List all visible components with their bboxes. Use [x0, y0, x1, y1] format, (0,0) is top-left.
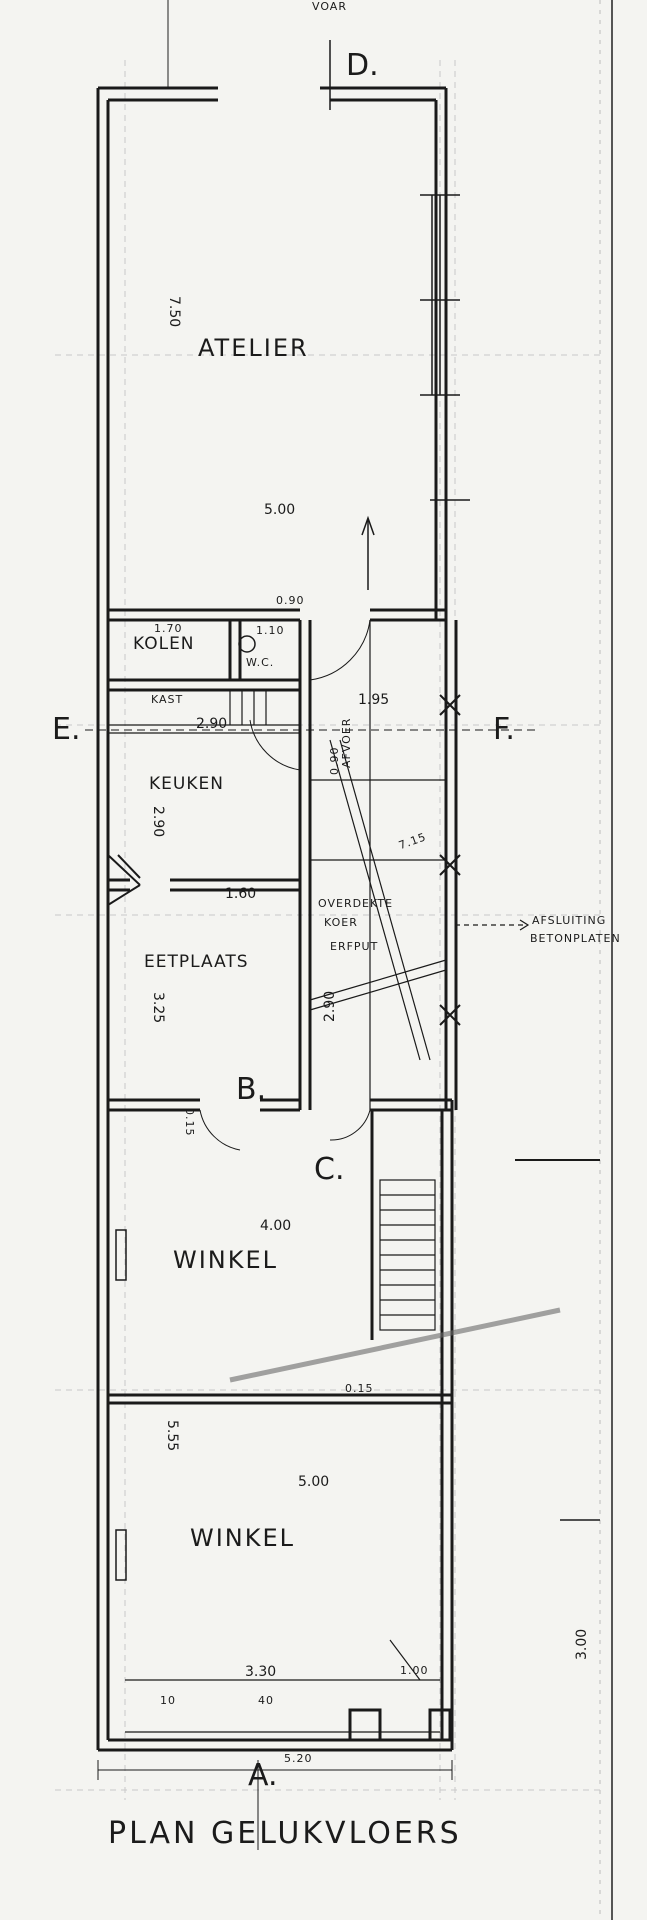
section-mark-e: E.	[52, 712, 81, 747]
note-line-1: AFSLUITING	[532, 914, 607, 927]
dim-koer-depth: 2.90	[322, 990, 338, 1022]
plan-title: PLAN GELUKVLOERS	[108, 1816, 462, 1851]
room-label-kast: KAST	[151, 693, 184, 706]
stair-door-swing	[329, 1109, 371, 1141]
winkel-side-windows	[115, 1229, 127, 1581]
room-label-eetplaats: EETPLAATS	[144, 952, 249, 972]
dim-keuken-depth: 2.90	[150, 806, 166, 838]
kast-strip	[108, 690, 300, 734]
kolen-wc-walls	[108, 620, 312, 1110]
room-label-kolen: KOLEN	[133, 634, 195, 654]
dim-overall-width: 5.20	[284, 1752, 313, 1765]
winkel-divider	[108, 1393, 452, 1405]
overall-dimension	[97, 1760, 453, 1850]
dim-eetplaats-depth: 3.25	[150, 992, 166, 1024]
note-arrow	[455, 919, 530, 931]
section-mark-f: F.	[493, 712, 515, 747]
room-label-keuken: KEUKEN	[149, 774, 224, 794]
wc-fixture	[238, 635, 256, 653]
dim-passage-len: 1.60	[225, 886, 257, 902]
keuken-door-swing	[249, 719, 301, 771]
dim-stair-width: 1.95	[358, 692, 390, 708]
scan-smudge	[229, 1307, 561, 1383]
chimney	[107, 854, 141, 906]
atelier-back-wall	[108, 608, 446, 622]
dim-atelier-length: 7.50	[166, 296, 182, 328]
dim-atelier-width: 5.00	[264, 502, 296, 518]
dim-front-010: 10	[160, 1694, 176, 1707]
shop-front	[125, 1639, 452, 1742]
dim-winkel-front-depth: 5.55	[164, 1420, 180, 1452]
label-afvoer: AFVOER	[340, 717, 353, 768]
dim-winkel-front-width: 5.00	[298, 1474, 330, 1490]
staircase	[370, 1110, 436, 1340]
room-label-winkel-front: WINKEL	[190, 1524, 296, 1552]
dim-side-300: 3.00	[574, 1628, 590, 1660]
construction-lines	[55, 60, 600, 1800]
winkel-door-swing	[199, 1109, 241, 1151]
room-label-winkel-back: WINKEL	[173, 1246, 279, 1274]
label-koer: KOER	[324, 916, 358, 929]
eetplaats-winkel-wall	[108, 1098, 452, 1112]
section-mark-d: D.	[346, 48, 379, 83]
keuken-eetplaats-wall	[108, 878, 300, 892]
label-erfput: ERFPUT	[330, 940, 379, 953]
room-label-atelier: ATELIER	[198, 334, 309, 362]
dim-kolen-width: 1.70	[154, 622, 183, 635]
section-mark-c: C.	[314, 1152, 345, 1187]
dim-front-330: 3.30	[245, 1664, 277, 1680]
dim-wall-015: 0.15	[183, 1108, 196, 1137]
back-door-swing	[309, 619, 371, 681]
note-line-2: BETONPLATEN	[530, 932, 621, 945]
dim-winkel-wall: 0.15	[345, 1382, 374, 1395]
label-overdekte: OVERDEKTE	[318, 897, 394, 910]
dim-front-040: 40	[258, 1694, 274, 1707]
dim-kast-width: 2.90	[196, 716, 228, 732]
dim-wc-width: 1.10	[256, 624, 285, 637]
dim-right-090: 0.90	[328, 746, 341, 776]
outer-walls	[96, 86, 454, 1752]
dim-winkel-back-width: 4.00	[260, 1218, 292, 1234]
north-arrow	[361, 515, 375, 590]
section-mark-a: A.	[248, 1758, 278, 1793]
section-mark-b: B.	[236, 1072, 267, 1107]
dim-d-090: 0.90	[276, 594, 305, 607]
room-label-wc: W.C.	[246, 656, 275, 669]
koer-right-wall	[444, 620, 458, 1110]
atelier-windows	[420, 194, 470, 501]
koer-lines	[309, 620, 447, 1110]
dim-front-100: 1.00	[400, 1664, 429, 1677]
header-fragment: VOAR	[312, 0, 347, 13]
